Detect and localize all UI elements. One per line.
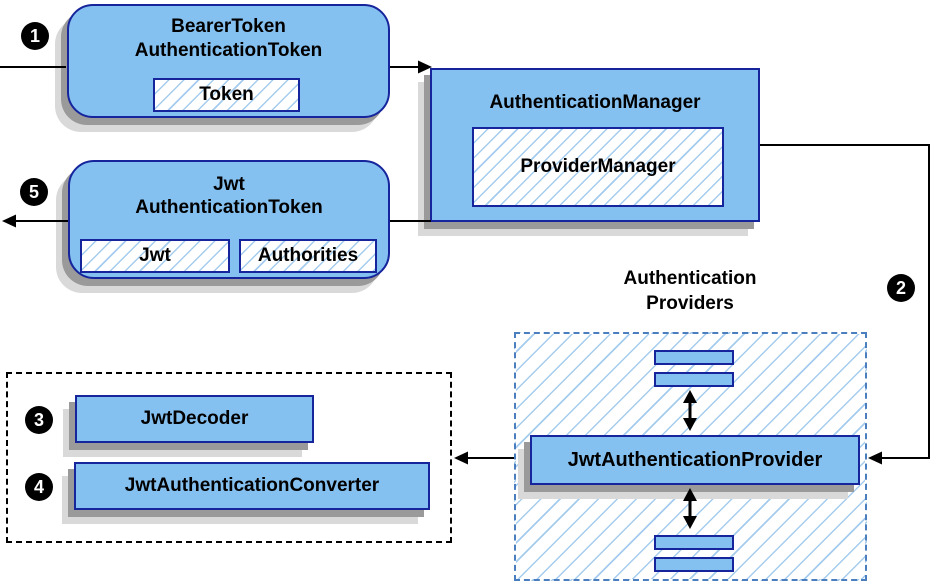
provider-list-bar-bottom-1 — [654, 535, 734, 550]
jwt-authentication-token-node: Jwt AuthenticationToken Jwt Authorities — [68, 160, 390, 279]
provider-manager-field: ProviderManager — [472, 127, 724, 207]
jwt-token-title-line1: Jwt — [213, 174, 245, 195]
step-4-badge: 4 — [25, 473, 53, 501]
bearer-token-title-line1: BearerToken — [171, 16, 286, 37]
authorities-field: Authorities — [239, 239, 377, 273]
authentication-manager-node: AuthenticationManager ProviderManager — [430, 68, 760, 222]
jwt-field: Jwt — [80, 239, 230, 273]
decoder-converter-group: JwtDecoder JwtAuthenticationConverter — [6, 372, 452, 543]
step-2-badge: 2 — [887, 274, 915, 302]
provider-list-bar-bottom-2 — [654, 557, 734, 572]
provider-list-bar-top-2 — [654, 372, 734, 387]
step-5-badge: 5 — [20, 178, 48, 206]
edge-provider-to-decoder-group-arrow — [454, 451, 514, 465]
edge-response-out-arrow — [2, 214, 68, 228]
authentication-providers-label: Authentication Providers — [555, 266, 825, 316]
authentication-providers-label-line2: Providers — [646, 293, 734, 314]
token-field: Token — [153, 78, 300, 112]
authentication-manager-title: AuthenticationManager — [489, 92, 701, 113]
jwt-token-title-line2: AuthenticationToken — [135, 197, 323, 218]
authentication-providers-group: JwtAuthenticationProvider — [514, 332, 867, 581]
jwt-decoder-node: JwtDecoder — [75, 395, 314, 443]
authentication-providers-label-line1: Authentication — [623, 268, 757, 289]
step-3-badge: 3 — [25, 406, 53, 434]
provider-list-bar-top-1 — [654, 350, 734, 365]
jwt-authentication-converter-node: JwtAuthenticationConverter — [74, 462, 430, 510]
bearer-token-title-line2: AuthenticationToken — [134, 40, 323, 61]
jwt-authentication-provider-node: JwtAuthenticationProvider — [530, 435, 860, 485]
bearer-token-authentication-token-node: BearerToken AuthenticationToken Token — [67, 4, 390, 118]
edge-bearer-to-manager-arrow — [390, 60, 432, 74]
step-1-badge: 1 — [21, 22, 49, 50]
